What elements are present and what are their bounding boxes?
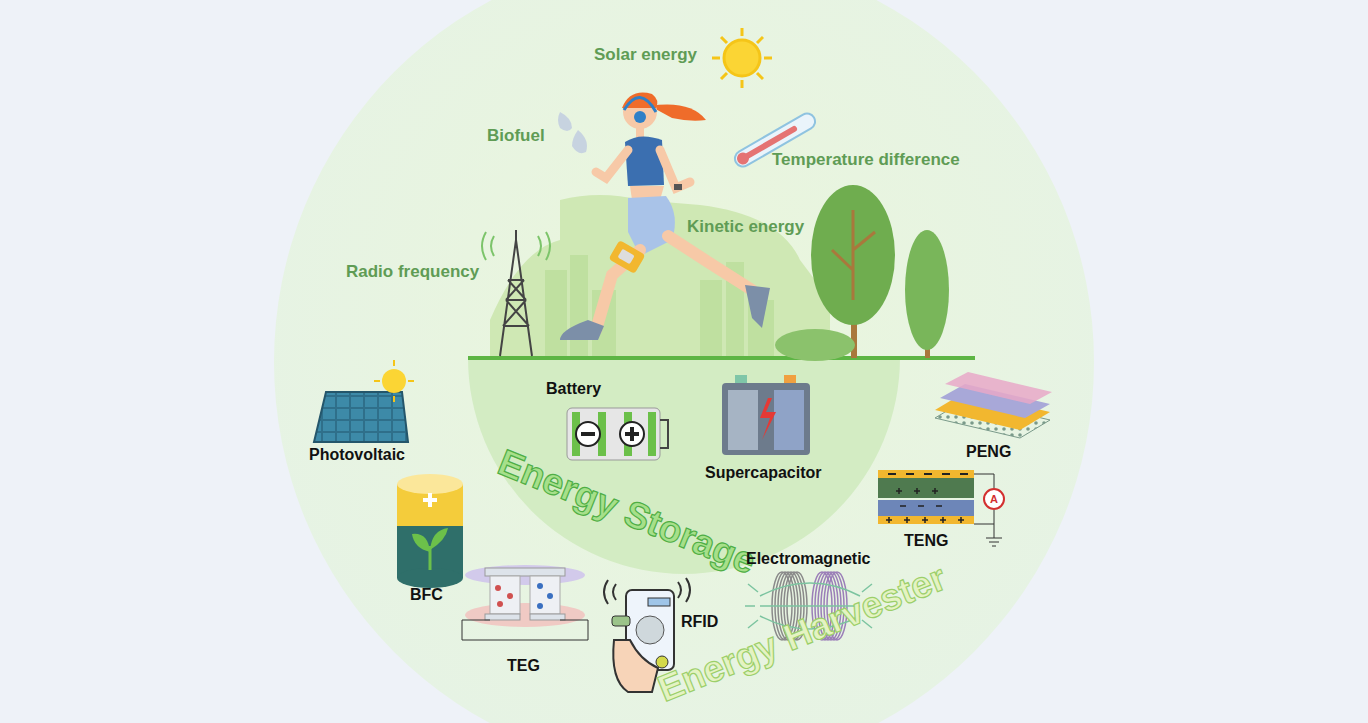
harvester-label: BFC bbox=[410, 586, 443, 604]
harvester-label: Electromagnetic bbox=[746, 550, 870, 568]
buildings bbox=[545, 255, 774, 358]
outer-circle bbox=[274, 0, 1094, 723]
harvester-label: TEG bbox=[507, 657, 540, 675]
bfc-battery bbox=[397, 474, 463, 588]
sweat-drop bbox=[558, 112, 572, 131]
trees bbox=[775, 185, 949, 361]
radio-tower bbox=[482, 230, 550, 356]
battery-icon bbox=[567, 408, 668, 460]
source-label: Radio frequency bbox=[346, 262, 479, 282]
peng-device bbox=[935, 372, 1052, 438]
source-label: Solar energy bbox=[594, 45, 697, 65]
solar-panel bbox=[314, 360, 414, 442]
source-label: Biofuel bbox=[487, 126, 545, 146]
ammeter-symbol: A bbox=[990, 493, 998, 506]
supercapacitor-icon bbox=[722, 375, 810, 455]
harvester-label: PENG bbox=[966, 443, 1011, 461]
teg-module bbox=[462, 565, 588, 640]
harvester-label: Photovoltaic bbox=[309, 446, 405, 464]
storage-label: Battery bbox=[546, 380, 601, 398]
source-label: Kinetic energy bbox=[687, 217, 804, 237]
sweat-drop bbox=[572, 130, 587, 153]
region-title: Energy Harvester bbox=[652, 557, 952, 711]
region-title: Energy Storage bbox=[492, 442, 762, 584]
harvester-label: TENG bbox=[904, 532, 948, 550]
source-label: Temperature difference bbox=[772, 150, 960, 170]
city bbox=[490, 195, 830, 358]
runner bbox=[560, 93, 770, 340]
ground bbox=[468, 356, 975, 360]
sun bbox=[712, 28, 772, 88]
storage-label: Supercapacitor bbox=[705, 464, 821, 482]
harvester-label: RFID bbox=[681, 613, 718, 631]
